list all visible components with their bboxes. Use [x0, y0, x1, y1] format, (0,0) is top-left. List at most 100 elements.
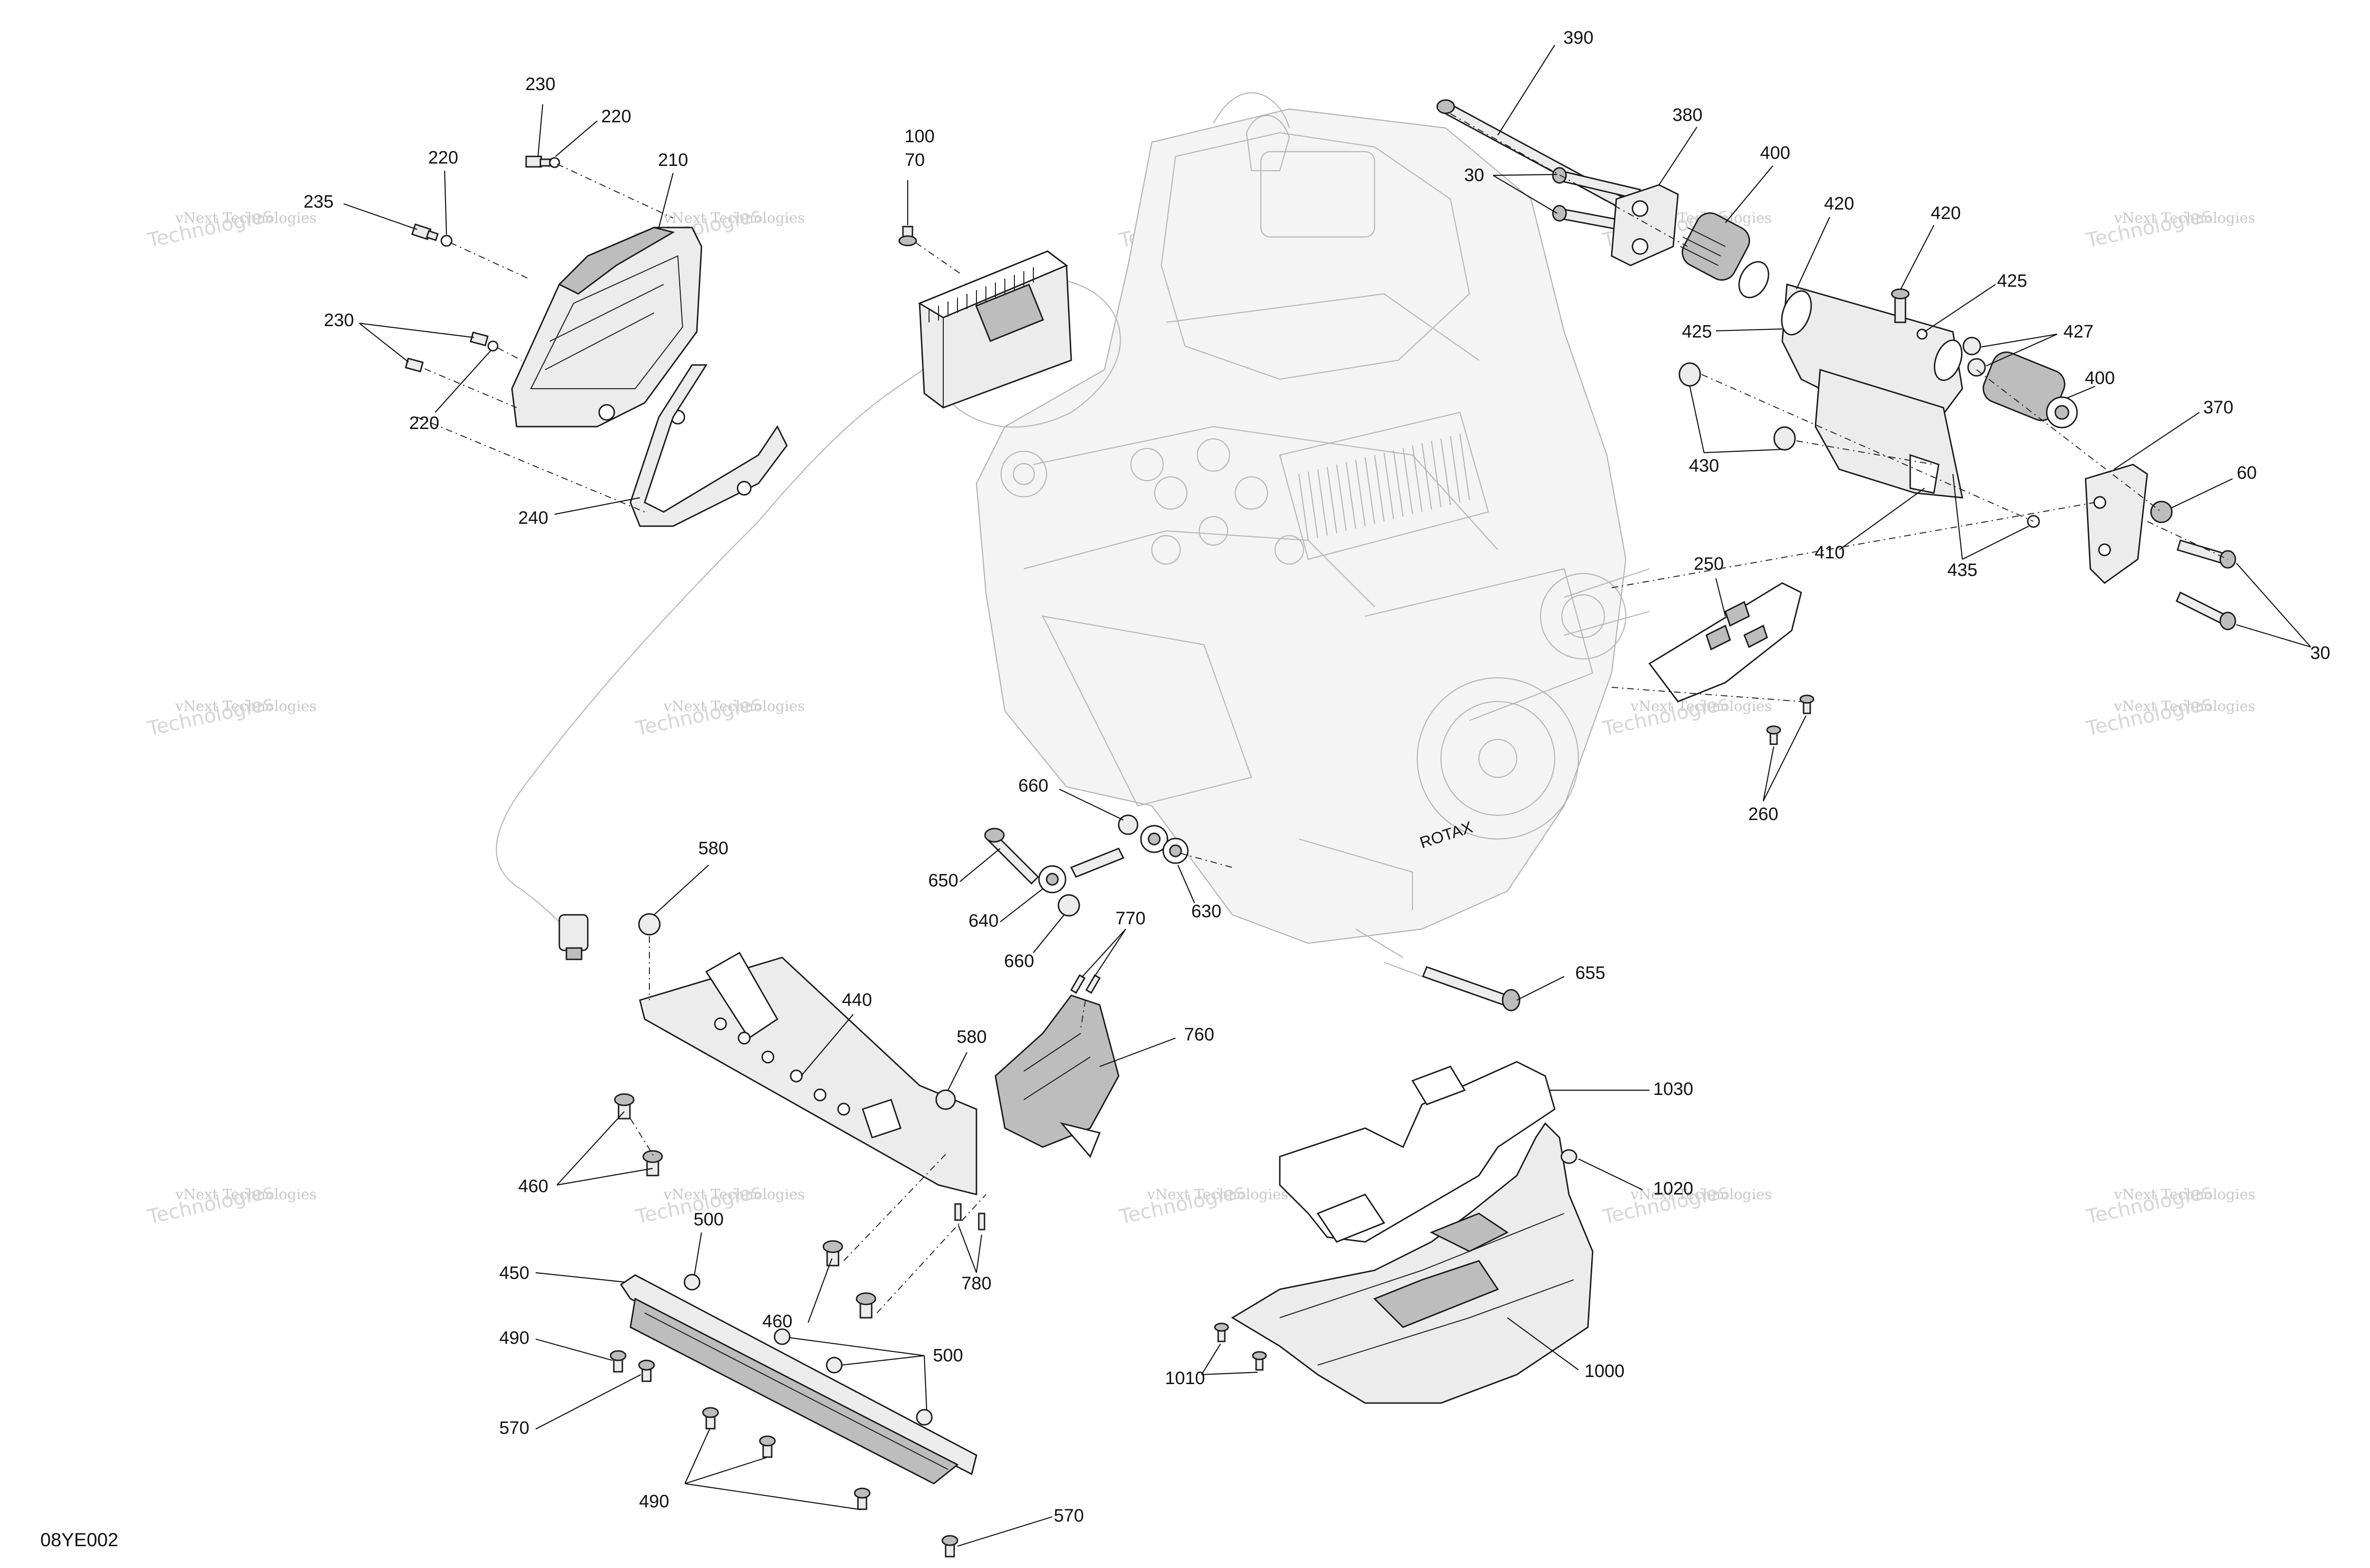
screws-490 — [610, 1350, 871, 1510]
watermark-text: vNext Technologies — [175, 698, 317, 715]
watermark-text: vNext Technologies — [1147, 1186, 1288, 1203]
callout-650: 650 — [928, 871, 958, 891]
ecu-screw — [898, 226, 917, 246]
callout-30: 30 — [1464, 165, 1484, 185]
callout-420: 420 — [1931, 203, 1960, 223]
callout-490: 490 — [639, 1492, 669, 1512]
cooling-fin — [1345, 462, 1357, 529]
callout-427: 427 — [2063, 322, 2093, 342]
callout-460: 460 — [762, 1312, 792, 1331]
cooling-fin — [1374, 455, 1385, 522]
callout-390: 390 — [1563, 28, 1593, 48]
cooling-fin — [1449, 436, 1461, 503]
callout-1010: 1010 — [1165, 1368, 1205, 1388]
callout-500: 500 — [693, 1210, 723, 1230]
cooling-fin — [1459, 433, 1470, 501]
screws-570 — [638, 1359, 958, 1558]
callout-425: 425 — [1997, 271, 2027, 291]
nuts-500 — [684, 1274, 933, 1426]
cooling-fin — [1326, 466, 1338, 534]
watermark-text: vNext Technologies — [175, 1186, 317, 1203]
callout-490: 490 — [499, 1328, 529, 1348]
watermark-text: vNext Technologies — [1630, 1186, 1772, 1203]
screws-1010 — [1214, 1322, 1267, 1371]
cooling-fin — [1364, 457, 1376, 524]
engine-cooling-fins — [1298, 433, 1470, 541]
screws-770 — [1070, 974, 1101, 994]
leader-lines — [343, 45, 2311, 1547]
callout-400: 400 — [1760, 143, 1790, 163]
screws-260 — [1766, 694, 1814, 745]
diagram-code: 08YE002 — [40, 1530, 118, 1550]
callout-370: 370 — [2203, 398, 2233, 418]
cooling-fin — [1393, 450, 1404, 517]
cooling-fin — [1431, 440, 1442, 508]
callout-580: 580 — [957, 1027, 986, 1047]
callout-435: 435 — [1947, 560, 1977, 580]
callout-570: 570 — [499, 1418, 529, 1438]
bolts-460-lower — [822, 1240, 876, 1319]
cooling-fin — [1440, 438, 1451, 505]
bushing-630 — [1140, 825, 1189, 864]
screws-780 — [954, 1203, 985, 1231]
cooling-fin — [1298, 474, 1309, 541]
skid-plate-450 — [620, 1274, 977, 1485]
skid-plate-1000 — [1231, 1122, 1594, 1404]
callout-460: 460 — [518, 1176, 548, 1196]
watermark-text: vNext Technologies — [1630, 698, 1772, 715]
watermark-text: vNext Technologies — [175, 210, 317, 227]
bushing-400-upper — [1680, 212, 1769, 299]
nut-580-lower — [935, 1089, 956, 1110]
bushing-400-lower — [1982, 351, 2078, 428]
wiring-harness — [496, 279, 1121, 930]
mount-plate-380 — [1611, 184, 1679, 266]
watermark-text: vNext Technologies — [2114, 698, 2255, 715]
harness-connector — [558, 914, 589, 960]
callout-30: 30 — [2310, 643, 2330, 663]
callout-655: 655 — [1575, 963, 1605, 983]
callout-660: 660 — [1004, 951, 1034, 971]
mount-housing-410 — [1781, 283, 1963, 499]
washer-220-left — [440, 235, 453, 247]
screw-1020 — [1560, 1149, 1577, 1164]
callout-70: 70 — [905, 150, 925, 170]
callout-210: 210 — [658, 150, 688, 170]
callout-500: 500 — [933, 1346, 963, 1366]
callout-770: 770 — [1115, 909, 1145, 929]
watermark-text: vNext Technologies — [2114, 210, 2255, 227]
callout-410: 410 — [1814, 543, 1844, 563]
washer-220-mid — [487, 340, 499, 352]
nut-60 — [2150, 501, 2173, 523]
callout-420: 420 — [1824, 194, 1854, 214]
callout-660: 660 — [1018, 776, 1048, 796]
callout-1030: 1030 — [1653, 1079, 1694, 1099]
callout-240: 240 — [518, 508, 548, 528]
ecu-module — [918, 250, 1072, 409]
callout-250: 250 — [1694, 554, 1723, 574]
callout-1000: 1000 — [1585, 1361, 1625, 1381]
callout-640: 640 — [968, 911, 998, 931]
nut-580-upper — [638, 913, 661, 936]
cooling-fin — [1317, 469, 1328, 536]
callout-60: 60 — [2237, 463, 2257, 483]
callout-1020: 1020 — [1653, 1179, 1694, 1199]
bracket-440 — [639, 951, 977, 1195]
bolt-655 — [1422, 966, 1521, 1012]
nut-427 — [1962, 337, 1986, 377]
watermark-text: vNext Technologies — [663, 1186, 805, 1203]
callout-260: 260 — [1748, 804, 1778, 824]
bolt-650 — [984, 828, 1039, 885]
cooling-fin — [1336, 464, 1347, 531]
cooling-fin — [1355, 459, 1366, 527]
cooling-fin — [1402, 447, 1413, 515]
watermark-text: vNext Technologies — [2114, 1186, 2255, 1203]
screw-230-mid — [470, 331, 489, 346]
callout-230: 230 — [525, 74, 555, 94]
callout-425: 425 — [1682, 322, 1712, 342]
bolts-460-upper — [614, 1093, 663, 1176]
cooling-fin — [1383, 452, 1395, 520]
screw-230-low — [405, 357, 424, 373]
callout-580: 580 — [698, 839, 728, 858]
callout-760: 760 — [1184, 1025, 1214, 1045]
